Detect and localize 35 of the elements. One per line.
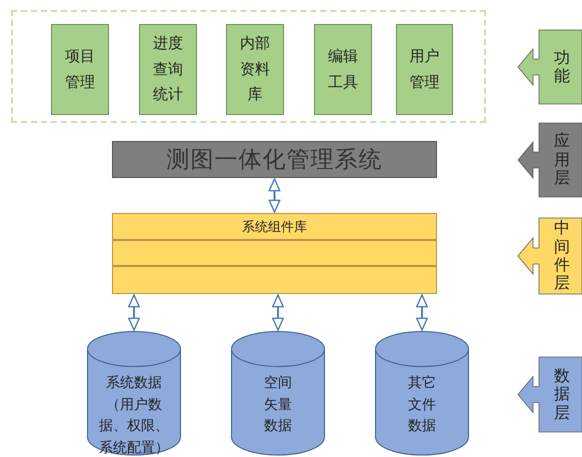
layer-label: 系统组件库 [242,218,307,236]
function-box [396,24,453,115]
dashed-group-frame [11,10,486,123]
cylinder-label: 系统数据（用户数据、权限、系统配置） [98,374,170,457]
function-label: 内部资料库 [240,33,270,106]
system-banner [112,141,437,178]
layer-label: 中间件层 [554,219,570,293]
double-arrow [416,294,428,331]
function-label: 用户管理 [409,46,440,92]
cylinder-label: 空间矢量数据 [263,374,293,436]
system-title: 测图一体化管理系统 [166,146,382,175]
layer-tag [518,123,582,197]
database-cylinder [87,331,181,455]
database-cylinder [231,331,325,455]
layer-tag [518,30,582,104]
layer-label: 数据层 [554,366,570,422]
double-arrow [268,178,280,213]
layer-bar [112,240,437,266]
function-box [51,24,109,115]
function-box [314,24,372,115]
function-label: 项目管理 [64,46,96,92]
double-arrow [272,294,284,331]
function-box [139,24,197,115]
function-label: 编辑工具 [328,46,358,92]
database-cylinder [375,331,469,455]
cylinder-label: 其它文件数据 [407,374,437,436]
layer-tag [518,218,582,294]
double-arrow [128,294,140,331]
function-label: 进度查询统计 [152,33,184,106]
layer-bar [112,266,437,294]
layer-tag [518,357,582,432]
layer-bar [112,213,437,240]
layer-label: 功能 [554,48,570,86]
layer-label: 应用层 [554,132,570,188]
function-box [226,24,284,115]
